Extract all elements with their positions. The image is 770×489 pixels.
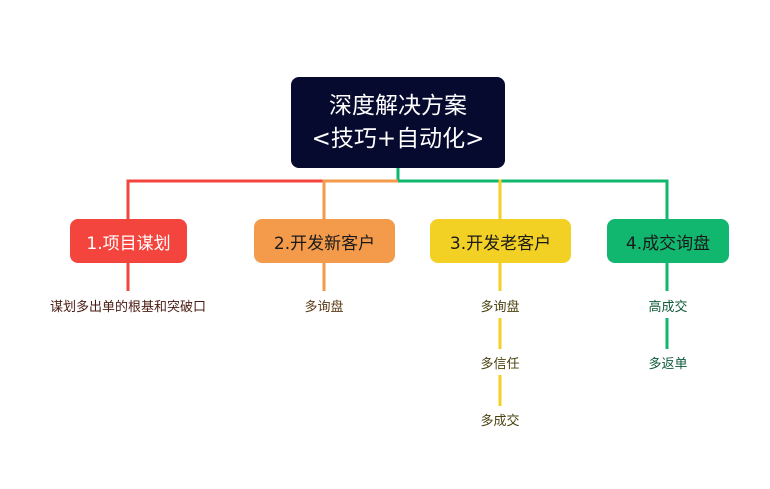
root-title-line2: <技巧+自动化> [311,125,485,152]
root-title-line1: 深度解决方案 [329,92,467,119]
leaf-node[interactable]: 多询盘 [304,299,344,315]
branch-label: 2.开发新客户 [273,233,376,254]
leaf-node[interactable]: 多信任 [480,356,520,372]
branch-label: 3.开发老客户 [449,233,552,254]
leaf-node[interactable]: 多成交 [480,413,520,429]
leaf-node[interactable]: 多返单 [648,356,688,372]
leaf-node[interactable]: 多询盘 [480,299,520,315]
branch-node-4[interactable]: 4.成交询盘 [607,219,729,263]
branch-node-2[interactable]: 2.开发新客户 [254,219,395,263]
branch-node-1[interactable]: 1.项目谋划 [70,219,187,263]
leaf-node[interactable]: 高成交 [648,299,688,315]
leaf-node[interactable]: 谋划多出单的根基和突破口 [49,299,206,315]
branch-label: 4.成交询盘 [625,233,711,254]
branch-label: 1.项目谋划 [86,233,171,254]
root-node[interactable]: 深度解决方案 <技巧+自动化> [291,77,505,168]
branch-node-3[interactable]: 3.开发老客户 [430,219,571,263]
